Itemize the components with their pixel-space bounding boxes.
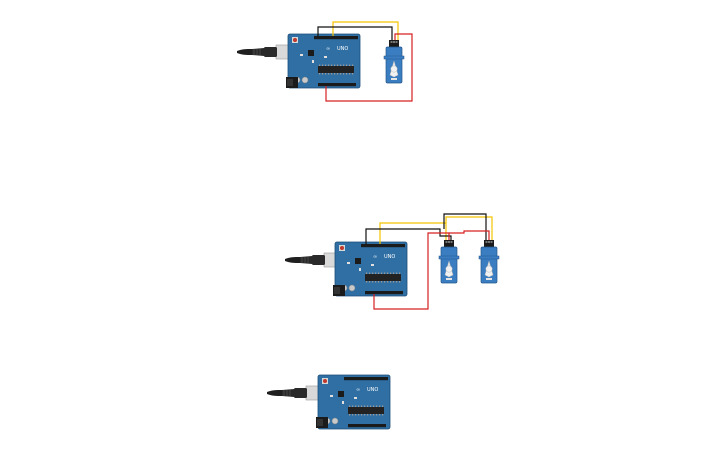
signal-wire-2b[interactable] — [445, 216, 493, 240]
board-only-circuit — [266, 374, 391, 430]
ground-wire-2b[interactable] — [443, 213, 487, 240]
uno-label-1: UNO — [337, 46, 348, 52]
servo-motor-2b[interactable] — [478, 239, 500, 284]
usb-cable-3[interactable] — [266, 385, 323, 401]
signal-wire-2a[interactable] — [379, 222, 447, 244]
power-jack-1 — [286, 77, 298, 88]
servo-motor-1[interactable] — [383, 39, 405, 84]
power-wire-1[interactable] — [325, 33, 413, 102]
arduino-uno-board-3[interactable] — [317, 374, 391, 430]
single-servo-circuit — [236, 21, 413, 102]
uno-logo-1: ∞ — [326, 46, 330, 52]
servo-motor-2a[interactable] — [438, 239, 460, 284]
power-jack-2 — [333, 285, 345, 296]
uno-label-3: UNO — [367, 387, 378, 393]
signal-wire-1[interactable] — [332, 21, 399, 40]
usb-cable-2[interactable] — [284, 252, 341, 268]
power-wire-2b[interactable] — [449, 230, 490, 240]
uno-logo-3: ∞ — [356, 387, 360, 393]
arduino-uno-board-2[interactable] — [334, 241, 408, 297]
dual-servo-circuit — [284, 213, 500, 310]
usb-cable-1[interactable] — [236, 44, 293, 60]
ground-wire-1[interactable] — [317, 26, 393, 40]
uno-label-2: UNO — [384, 254, 395, 260]
power-jack-3 — [316, 417, 328, 428]
arduino-uno-board-1[interactable] — [287, 33, 361, 89]
power-wire-2a[interactable] — [373, 232, 450, 310]
uno-logo-2: ∞ — [373, 254, 377, 260]
